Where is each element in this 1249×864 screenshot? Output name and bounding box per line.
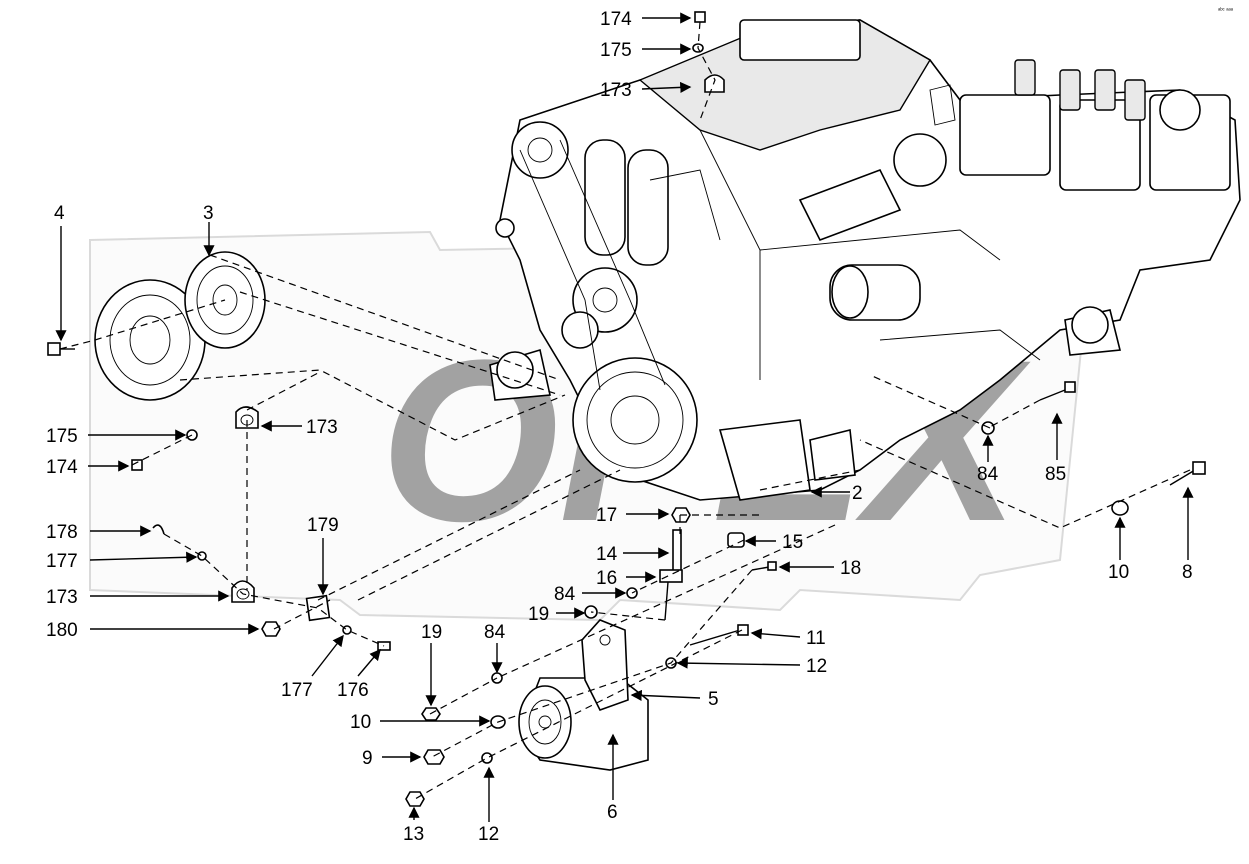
callout-label: 18 [840, 558, 861, 579]
washer-10-right [1111, 500, 1129, 516]
bolt-174-left [131, 459, 143, 471]
clamp-173-top [704, 74, 725, 93]
spacer-15 [727, 532, 745, 548]
washer-84-right [981, 421, 995, 435]
nut-180 [261, 621, 281, 637]
callout-label: 180 [46, 620, 78, 641]
callout-label: 19 [421, 622, 442, 643]
callout-label: 14 [596, 544, 618, 565]
callout-label: 85 [1045, 464, 1066, 485]
callout-label: 15 [782, 532, 803, 553]
clamp-173-lower [231, 580, 255, 603]
callout-label: 174 [46, 457, 78, 478]
callout-label: 177 [46, 551, 78, 572]
assembly-lines [59, 21, 1191, 800]
washer-177-left [197, 551, 207, 561]
bolt-11 [689, 624, 749, 646]
callout-label: 174 [600, 9, 632, 30]
callout-label: 84 [977, 464, 999, 485]
callout-label: 19 [528, 604, 549, 625]
bolt-18 [751, 561, 777, 571]
callout-label: 2 [852, 483, 863, 504]
hose-178 [152, 524, 165, 535]
callout-label: 173 [600, 80, 632, 101]
callout-label: 8 [1182, 562, 1193, 583]
leader-lines [55, 12, 1194, 822]
callout-label: 4 [54, 203, 65, 224]
callout-label: 178 [46, 522, 78, 543]
compressor-6 [518, 677, 649, 771]
callout-label: 177 [281, 680, 313, 701]
bracket-179 [305, 594, 331, 622]
callout-label: 11 [806, 628, 826, 649]
callout-label: 10 [1108, 562, 1129, 583]
callout-label: 12 [806, 656, 827, 677]
bolt-85 [1039, 381, 1076, 401]
washer-12-low [481, 752, 493, 764]
callout-label: 176 [337, 680, 369, 701]
callout-label: 16 [596, 568, 617, 589]
nut-13 [405, 791, 425, 807]
callout-label: 9 [362, 748, 373, 769]
callout-labels: 174 175 173 4 3 175 173 174 178 177 173 … [46, 9, 1193, 845]
callout-label: 6 [607, 802, 618, 823]
callout-label: 175 [600, 40, 632, 61]
nut-9 [423, 749, 445, 765]
callout-label: 175 [46, 426, 78, 447]
callout-label: 84 [554, 584, 576, 605]
callout-label: 12 [478, 824, 499, 845]
corner-label: ᵃᵇᶜ ᵃᵃᵃ [1218, 7, 1234, 14]
callout-label: 179 [307, 515, 339, 536]
callout-label: 13 [403, 824, 424, 845]
callout-label: 84 [484, 622, 506, 643]
bracket-5 [581, 619, 629, 711]
bolt-8 [1169, 461, 1206, 486]
callout-label: 5 [708, 689, 719, 710]
callout-label: 17 [596, 505, 617, 526]
callout-label: 3 [203, 203, 214, 224]
bolt-174-top [694, 11, 706, 23]
callout-label: 173 [306, 417, 338, 438]
callout-label: 173 [46, 587, 78, 608]
callout-label: 10 [350, 712, 371, 733]
engine-assembly [489, 19, 1241, 501]
